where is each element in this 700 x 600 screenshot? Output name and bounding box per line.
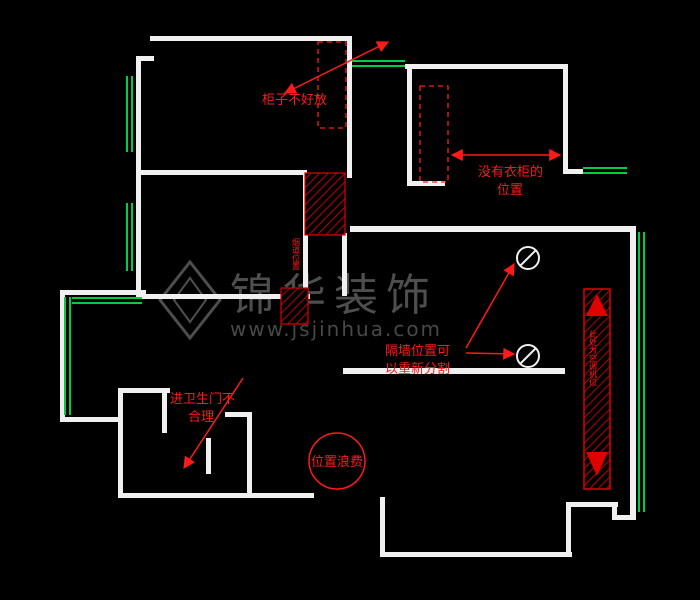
hatch-wall-block-small: [280, 287, 309, 325]
hatch-wall-block: [304, 172, 346, 236]
wall-segment: [380, 552, 572, 557]
wall-segment: [350, 226, 636, 232]
wall-segment: [407, 64, 412, 186]
dashed-wardrobe-outline: [419, 85, 449, 183]
wall-segment: [118, 493, 252, 498]
flue-note: 烟道位置: [292, 238, 301, 270]
annotation-texts: 柜子不好放 没有衣柜的 位置 隔墙位置可 以重新分割 进卫生门不 合理 位置浪费…: [170, 93, 598, 470]
partition-note-line2: 以重新分割: [385, 361, 450, 377]
wall-segment: [140, 294, 310, 299]
window-line: [131, 203, 133, 271]
hatched-areas: [280, 172, 611, 490]
wall-segment: [118, 388, 170, 393]
partition-leader-lower: [465, 347, 516, 360]
window-line: [126, 203, 128, 271]
wall-segment: [405, 64, 568, 69]
wall-segment: [246, 493, 314, 498]
partition-note-line1: 隔墙位置可: [385, 344, 450, 359]
wall-segment: [303, 175, 308, 297]
watermark-logo-outer: [158, 259, 222, 341]
window-line: [72, 302, 142, 304]
duct-note: 此处为空调机位: [589, 329, 598, 386]
cabinet-arrow: [283, 41, 390, 94]
windows: [64, 60, 645, 512]
wall-segment: [118, 388, 123, 498]
pipe-stack-slash: [519, 249, 537, 267]
wall-segment: [612, 502, 617, 520]
wall-segment: [566, 502, 571, 557]
duct-down-triangle-icon: [586, 452, 608, 476]
duct-up-triangle-icon: [586, 294, 608, 316]
window-line: [72, 297, 142, 299]
watermark-logo-inner: [172, 276, 208, 324]
wall-segment: [563, 64, 568, 174]
partition-leader-upper: [465, 262, 515, 349]
wall-segment: [347, 36, 352, 178]
wall-segment: [60, 290, 146, 295]
window-line: [131, 76, 133, 152]
window-line: [583, 167, 627, 169]
wall-segment: [136, 168, 141, 298]
wardrobe-note-line2: 位置: [497, 183, 523, 198]
window-line: [126, 76, 128, 152]
waste-circle: [308, 432, 366, 490]
bathroom-note-line1: 进卫生门不: [170, 392, 235, 407]
wall-segment: [563, 169, 583, 174]
wall-segment: [612, 515, 636, 520]
wall-segment: [225, 412, 252, 417]
pipe-stacks: [516, 246, 540, 368]
bathroom-note-line2: 合理: [188, 410, 214, 425]
window-line: [638, 232, 640, 512]
wall-segment: [247, 415, 252, 498]
wall-segment: [140, 170, 307, 175]
bathroom-door-arrow: [183, 377, 244, 470]
window-line: [69, 297, 71, 415]
wall-segment: [136, 56, 154, 61]
window-line: [352, 60, 405, 62]
cabinet-note: 柜子不好放: [262, 93, 327, 108]
wall-segment: [206, 438, 211, 474]
watermark-url: www.jsjinhua.com: [230, 317, 442, 341]
walls: [60, 36, 636, 557]
wall-segment: [630, 226, 636, 516]
wall-segment: [60, 417, 122, 422]
wall-segment: [162, 388, 167, 433]
wall-segment: [566, 502, 618, 507]
wardrobe-note-line1: 没有衣柜的: [478, 164, 543, 180]
annotation-arrows: [183, 41, 562, 470]
wall-segment: [380, 497, 385, 557]
window-line: [352, 65, 405, 67]
window-line: [64, 297, 66, 415]
wall-segment: [150, 36, 352, 41]
window-line: [643, 232, 645, 512]
wall-segment: [136, 56, 141, 170]
wall-segment: [407, 181, 445, 186]
pipe-stack-slash: [519, 347, 537, 365]
window-line: [583, 172, 627, 174]
wall-segment: [343, 368, 565, 374]
wall-segment: [342, 233, 347, 296]
waste-note: 位置浪费: [311, 455, 363, 470]
wall-segment: [60, 290, 65, 422]
